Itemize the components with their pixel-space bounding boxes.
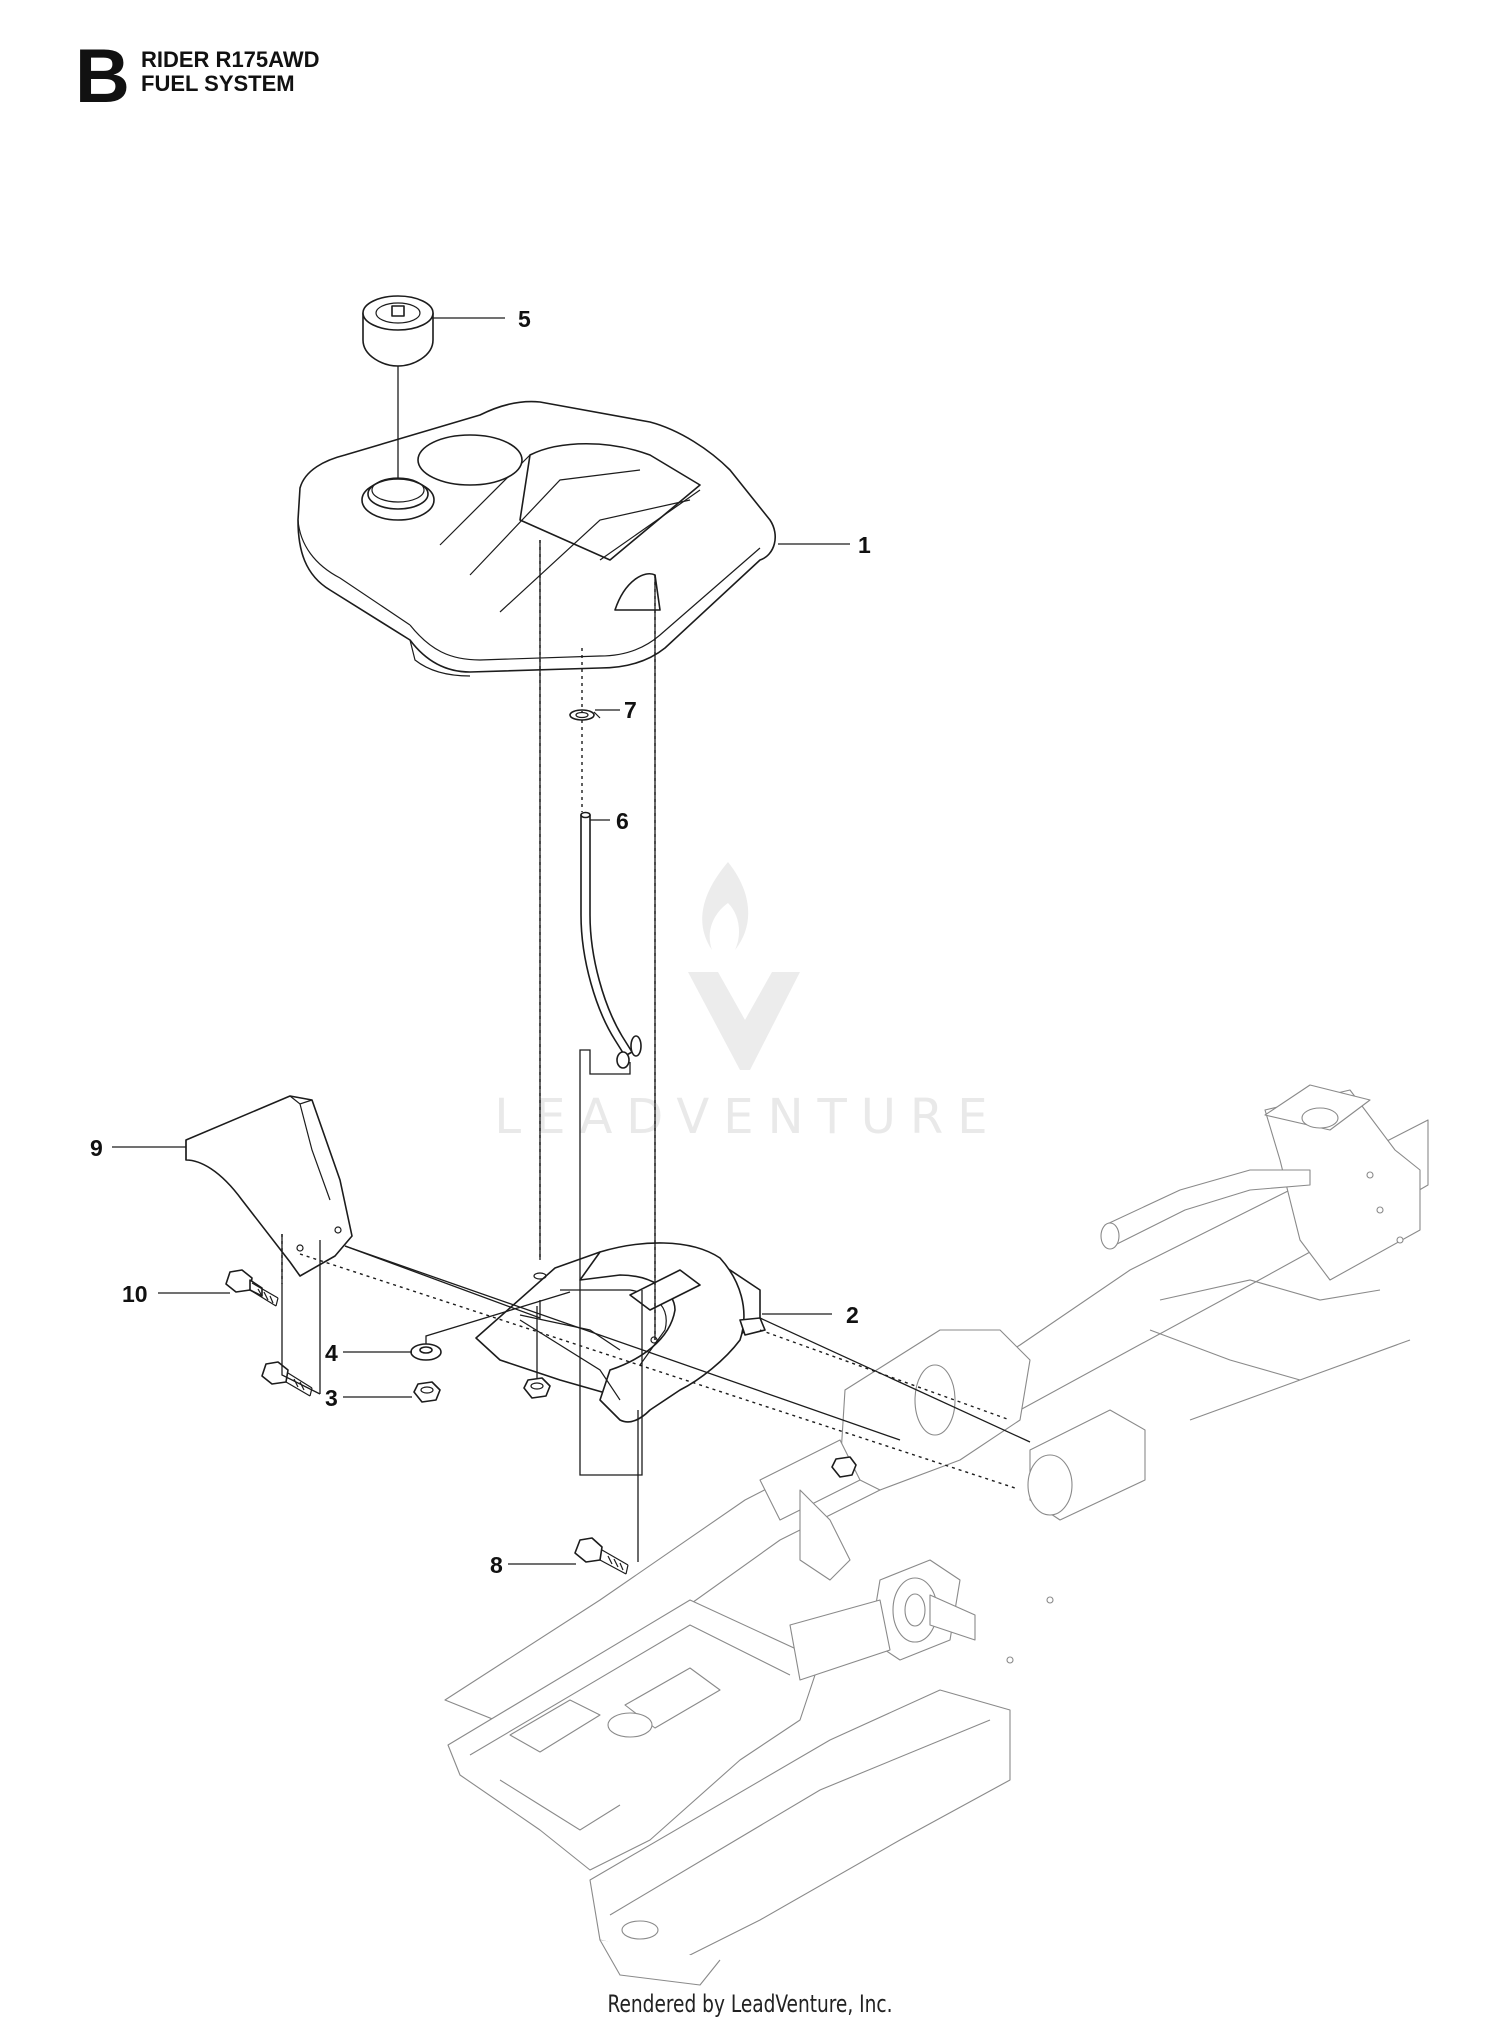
hex-nut-left [413, 1381, 441, 1403]
fuel-tank [297, 400, 776, 677]
callout-leaders [112, 317, 850, 1565]
hex-nut-right [523, 1377, 551, 1399]
callout-2: 2 [846, 1302, 859, 1328]
hex-bolt-8 [574, 1537, 629, 1575]
callout-6: 6 [616, 808, 629, 834]
fuel-cap [362, 295, 434, 367]
footer-credit: Rendered by LeadVenture, Inc. [607, 1990, 893, 2018]
watermark-text: LEADVENTURE [494, 1089, 1001, 1145]
assembly-lines [281, 540, 1031, 1562]
fuel-tank-body [297, 400, 776, 673]
fuel-tank-outlet-notch [614, 573, 661, 611]
hex-bolt-10-upper [225, 1269, 279, 1307]
watermark-logo-icon [688, 862, 800, 1070]
tank-support-tray-tab [739, 1317, 766, 1336]
callout-4: 4 [325, 1340, 338, 1366]
section-title: FUEL SYSTEM [141, 71, 295, 96]
section-letter: B [75, 34, 130, 119]
callout-8: 8 [490, 1552, 503, 1578]
callout-9: 9 [90, 1135, 103, 1161]
hex-nut-chassis [831, 1456, 857, 1478]
washer [410, 1343, 442, 1361]
tank-support-tray [475, 1242, 766, 1423]
fuel-line [580, 811, 633, 1057]
fuel-tank-recess [519, 442, 701, 561]
callout-labels: 5 1 7 6 9 10 2 4 3 8 [90, 306, 871, 1578]
tank-support-tray-saddle [579, 1242, 745, 1423]
callout-1: 1 [858, 532, 871, 558]
fuel-hose [580, 814, 633, 1057]
hose-clamp-lower [616, 1035, 642, 1069]
callout-3: 3 [325, 1385, 338, 1411]
fuel-tank-cup-recess [417, 434, 523, 486]
watermark: LEADVENTURE [494, 862, 1001, 1145]
hex-bolt-10-lower [261, 1361, 313, 1397]
callout-10: 10 [122, 1281, 148, 1307]
callout-5: 5 [518, 306, 531, 332]
chassis-frame [444, 1084, 1429, 1986]
header-lines: RIDER R175AWD FUEL SYSTEM [141, 48, 319, 96]
tank-guard [185, 1095, 353, 1277]
hose-clamp-upper [569, 709, 601, 721]
tank-guard-plate [185, 1095, 353, 1277]
callout-7: 7 [624, 697, 637, 723]
model-title: RIDER R175AWD [141, 47, 320, 72]
steering-tube [1104, 1169, 1311, 1246]
